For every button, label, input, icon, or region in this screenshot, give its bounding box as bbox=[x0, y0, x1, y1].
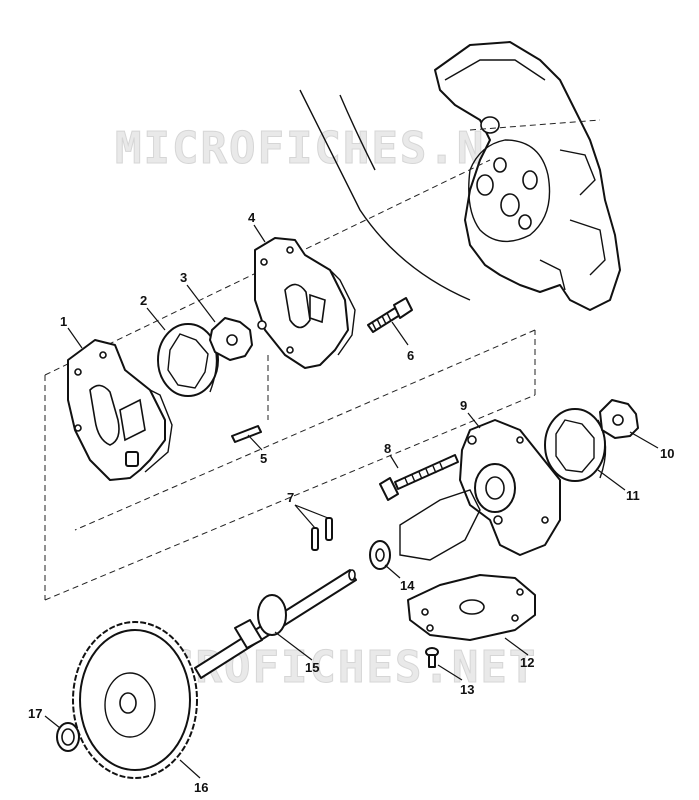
callout-9: 9 bbox=[460, 398, 467, 413]
part-10-inner-rotor bbox=[599, 399, 639, 439]
callout-16: 16 bbox=[194, 780, 208, 795]
callout-7: 7 bbox=[287, 490, 294, 505]
part-1-pump-cover bbox=[67, 339, 173, 481]
callout-11: 11 bbox=[626, 488, 640, 503]
part-14-washer bbox=[369, 540, 391, 570]
callout-8: 8 bbox=[384, 441, 391, 456]
part-2-outer-rotor bbox=[157, 323, 219, 397]
part-12-strainer-plate bbox=[407, 574, 536, 641]
callout-5: 5 bbox=[260, 451, 267, 466]
part-8-bolt bbox=[379, 454, 459, 501]
part-4-pump-body bbox=[254, 237, 356, 369]
watermark-top: MICROFICHES.NET bbox=[115, 123, 542, 174]
leader-lines bbox=[44, 224, 659, 779]
part-16-drive-gear bbox=[72, 621, 198, 779]
part-11-outer-rotor bbox=[544, 408, 607, 482]
callout-6: 6 bbox=[407, 348, 414, 363]
part-3-inner-rotor bbox=[209, 317, 253, 361]
callout-10: 10 bbox=[660, 446, 674, 461]
part-13-screw bbox=[425, 647, 439, 668]
callout-12: 12 bbox=[520, 655, 534, 670]
callout-4: 4 bbox=[248, 210, 256, 225]
callout-3: 3 bbox=[180, 270, 187, 285]
part-6-bolt bbox=[367, 297, 413, 333]
crankcase-section bbox=[299, 41, 621, 311]
callout-2: 2 bbox=[140, 293, 147, 308]
part-15-drive-shaft bbox=[194, 569, 357, 679]
part-9-pump-housing bbox=[399, 419, 561, 561]
part-5-dowel-pin bbox=[231, 425, 262, 443]
alignment-lines bbox=[44, 119, 601, 601]
part-17-washer bbox=[56, 722, 80, 752]
callout-labels: 1 2 3 4 5 6 7 8 9 10 11 12 13 14 15 16 1… bbox=[28, 210, 674, 795]
callout-14: 14 bbox=[400, 578, 415, 593]
callout-15: 15 bbox=[305, 660, 319, 675]
callout-13: 13 bbox=[460, 682, 474, 697]
callout-1: 1 bbox=[60, 314, 67, 329]
callout-17: 17 bbox=[28, 706, 42, 721]
part-7-pins bbox=[311, 517, 333, 551]
